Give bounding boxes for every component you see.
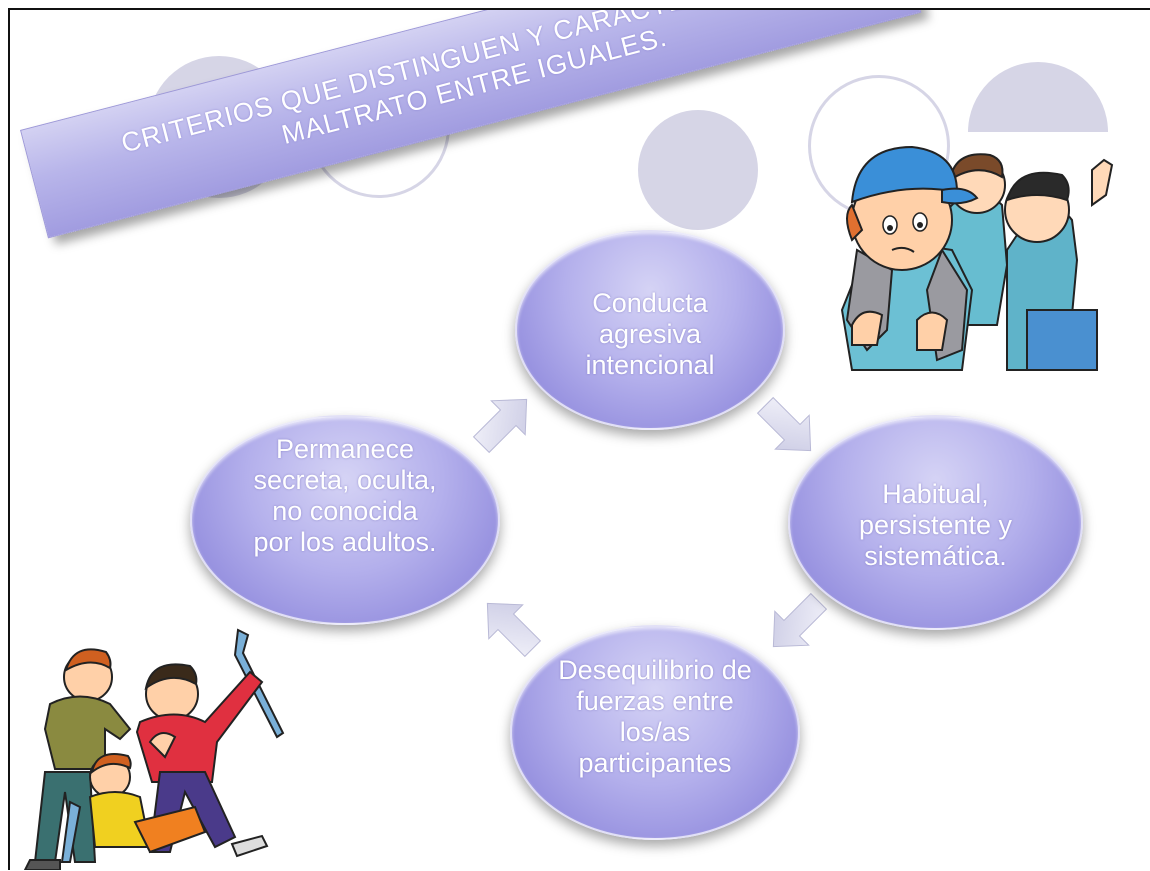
cycle-node-bottom: Desequilibrio de fuerzas entre los/as pa… (510, 625, 800, 840)
cycle-node-right: Habitual, persistente y sistemática. (788, 415, 1083, 630)
arrow-top-to-right (756, 396, 812, 452)
fighting-kids-cartoon-icon (23, 628, 285, 870)
cycle-node-left-text: Permanece secreta, oculta, no conocida p… (253, 434, 437, 558)
slide: CRITERIOS QUE DISTINGUEN Y CARACTERIZAN … (8, 8, 1150, 870)
arrow-bottom-to-left (486, 602, 542, 658)
cycle-node-bottom-text: Desequilibrio de fuerzas entre los/as pa… (558, 655, 752, 779)
arrow-left-to-top (472, 398, 528, 454)
deco-half-circle (968, 62, 1108, 132)
cycle-node-top-text: Conducta agresiva intencional (585, 288, 715, 381)
cycle-arrows (472, 396, 828, 658)
cycle-node-right-text: Habitual, persistente y sistemática. (858, 479, 1013, 572)
arrow-right-to-bottom (772, 592, 828, 648)
deco-circle-3 (638, 110, 758, 230)
schoolboys-cartoon-icon (840, 145, 1114, 371)
cycle-node-top: Conducta agresiva intencional (515, 230, 785, 430)
cycle-node-left: Permanece secreta, oculta, no conocida p… (190, 415, 500, 625)
